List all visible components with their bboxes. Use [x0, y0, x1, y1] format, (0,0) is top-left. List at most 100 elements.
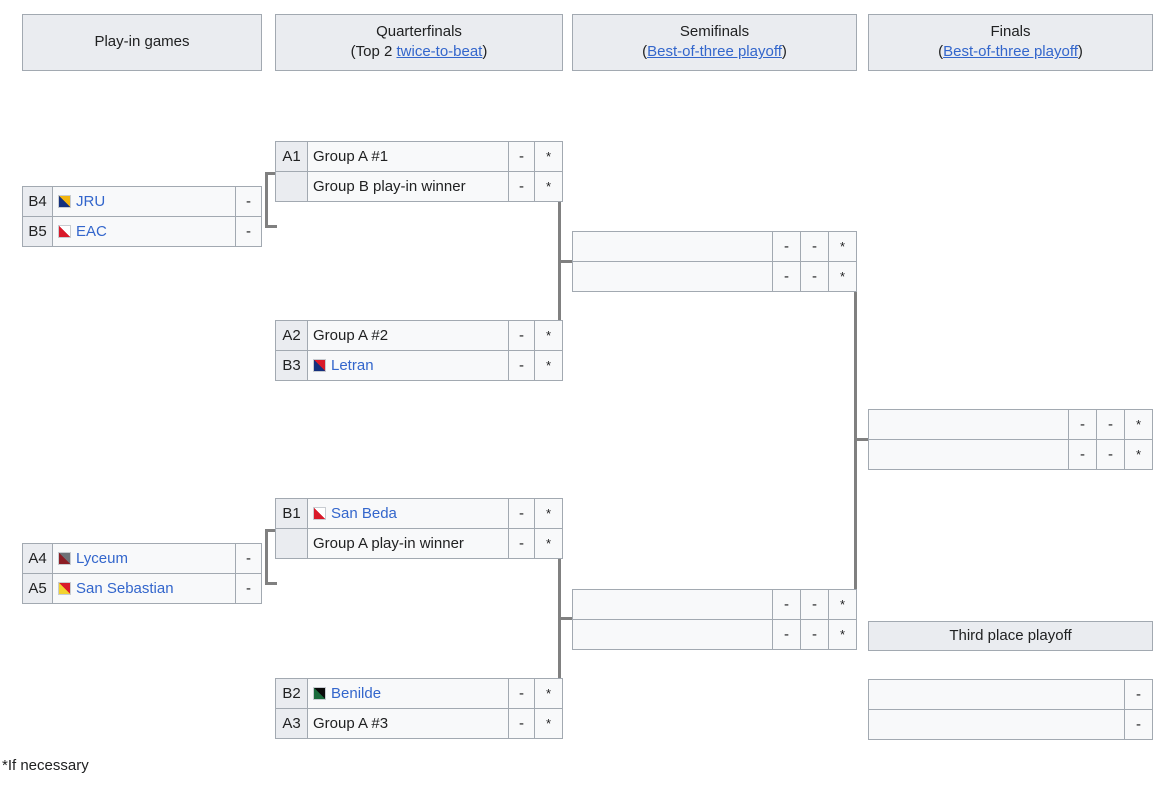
team-link[interactable]: San Sebastian	[76, 580, 174, 597]
score-cell: -	[508, 498, 535, 529]
round-header-subtitle: (Best-of-three playoff)	[869, 42, 1152, 62]
team-link[interactable]: Letran	[331, 357, 374, 374]
table-row[interactable]: -	[868, 709, 1153, 740]
team-cell[interactable]	[868, 409, 1069, 440]
team-cell[interactable]: Lyceum	[52, 543, 236, 574]
if-necessary-marker: *	[534, 171, 563, 202]
seed-label: B3	[275, 350, 308, 381]
table-row[interactable]: Group B play-in winner - *	[275, 171, 563, 202]
team-cell[interactable]	[868, 679, 1125, 710]
table-row[interactable]: - - *	[868, 409, 1153, 440]
qf-3-match: B1 San Beda - * Group A play-in winner -…	[275, 498, 563, 559]
connector-playin-a-bottom	[265, 582, 277, 585]
team-cell[interactable]	[572, 619, 773, 650]
if-necessary-marker: *	[534, 350, 563, 381]
seed-label: A4	[22, 543, 53, 574]
if-necessary-marker: *	[534, 141, 563, 172]
table-row[interactable]: - - *	[572, 619, 857, 650]
table-row[interactable]: - - *	[572, 589, 857, 620]
team-cell[interactable]: Benilde	[307, 678, 509, 709]
third-place-label: Third place playoff	[949, 627, 1072, 644]
if-necessary-marker: *	[828, 589, 857, 620]
score-cell: -	[1124, 709, 1153, 740]
seed-label: B5	[22, 216, 53, 247]
flag-icon-san-beda	[313, 507, 326, 520]
flag-icon-san-sebastian	[58, 582, 71, 595]
team-cell[interactable]	[572, 589, 773, 620]
score-cell: -	[235, 543, 262, 574]
table-row[interactable]: Group A play-in winner - *	[275, 528, 563, 559]
score-cell-1: -	[772, 261, 801, 292]
seed-label	[275, 171, 308, 202]
twice-to-beat-link[interactable]: twice-to-beat	[396, 43, 483, 61]
team-cell[interactable]: Letran	[307, 350, 509, 381]
subtitle-prefix: (	[642, 43, 648, 61]
flag-icon-benilde	[313, 687, 326, 700]
if-necessary-marker: *	[828, 619, 857, 650]
team-cell[interactable]: Group B play-in winner	[307, 171, 509, 202]
table-row[interactable]: A1 Group A #1 - *	[275, 141, 563, 172]
table-row[interactable]: B4 JRU -	[22, 186, 262, 217]
team-cell[interactable]: Group A play-in winner	[307, 528, 509, 559]
team-cell[interactable]	[868, 709, 1125, 740]
table-row[interactable]: B1 San Beda - *	[275, 498, 563, 529]
best-of-three-link[interactable]: Best-of-three playoff	[943, 43, 1078, 61]
score-cell: -	[235, 186, 262, 217]
team-cell[interactable]: San Beda	[307, 498, 509, 529]
table-row[interactable]: -	[868, 679, 1153, 710]
connector-playin-b-bottom	[265, 225, 277, 228]
table-row[interactable]: B2 Benilde - *	[275, 678, 563, 709]
qf-1-match: A1 Group A #1 - * Group B play-in winner…	[275, 141, 563, 202]
score-cell: -	[508, 171, 535, 202]
team-cell[interactable]: Group A #1	[307, 141, 509, 172]
round-header-title: Finals	[990, 23, 1031, 40]
team-link[interactable]: San Beda	[331, 505, 397, 522]
team-label: Group A play-in winner	[313, 535, 464, 552]
team-cell[interactable]: Group A #2	[307, 320, 509, 351]
subtitle-suffix: )	[482, 43, 488, 61]
table-row[interactable]: - - *	[572, 231, 857, 262]
finals-match: - - * - - *	[868, 409, 1153, 470]
best-of-three-link[interactable]: Best-of-three playoff	[647, 43, 782, 61]
playin-group-a-match: A4 Lyceum - A5 San Sebastian -	[22, 543, 262, 604]
team-label: Group A #2	[313, 327, 389, 344]
seed-label: A3	[275, 708, 308, 739]
score-cell: -	[1124, 679, 1153, 710]
score-cell: -	[235, 216, 262, 247]
table-row[interactable]: B3 Letran - *	[275, 350, 563, 381]
if-necessary-marker: *	[534, 528, 563, 559]
score-cell-2: -	[1096, 439, 1125, 470]
team-cell[interactable]: EAC	[52, 216, 236, 247]
if-necessary-marker: *	[534, 678, 563, 709]
if-necessary-marker: *	[534, 320, 563, 351]
score-cell-2: -	[1096, 409, 1125, 440]
team-link[interactable]: JRU	[76, 193, 106, 210]
table-row[interactable]: A3 Group A #3 - *	[275, 708, 563, 739]
team-cell[interactable]	[572, 231, 773, 262]
connector-finals-in	[854, 438, 870, 441]
connector-sf1-in	[558, 260, 574, 263]
team-link[interactable]: Benilde	[331, 685, 382, 702]
connector-sf2-in	[558, 617, 574, 620]
connector-qf-to-sf2	[558, 529, 561, 716]
table-row[interactable]: A5 San Sebastian -	[22, 573, 262, 604]
team-link[interactable]: EAC	[76, 223, 107, 240]
table-row[interactable]: - - *	[572, 261, 857, 292]
seed-label	[275, 528, 308, 559]
score-cell: -	[508, 528, 535, 559]
team-cell[interactable]	[572, 261, 773, 292]
score-cell: -	[508, 678, 535, 709]
team-cell[interactable]	[868, 439, 1069, 470]
team-cell[interactable]: Group A #3	[307, 708, 509, 739]
team-cell[interactable]: JRU	[52, 186, 236, 217]
team-label: Group A #1	[313, 148, 389, 165]
connector-playin-a-top	[265, 529, 277, 532]
table-row[interactable]: B5 EAC -	[22, 216, 262, 247]
team-link[interactable]: Lyceum	[76, 550, 128, 567]
score-cell: -	[235, 573, 262, 604]
team-cell[interactable]: San Sebastian	[52, 573, 236, 604]
table-row[interactable]: - - *	[868, 439, 1153, 470]
table-row[interactable]: A4 Lyceum -	[22, 543, 262, 574]
table-row[interactable]: A2 Group A #2 - *	[275, 320, 563, 351]
sf-2-match: - - * - - *	[572, 589, 857, 650]
